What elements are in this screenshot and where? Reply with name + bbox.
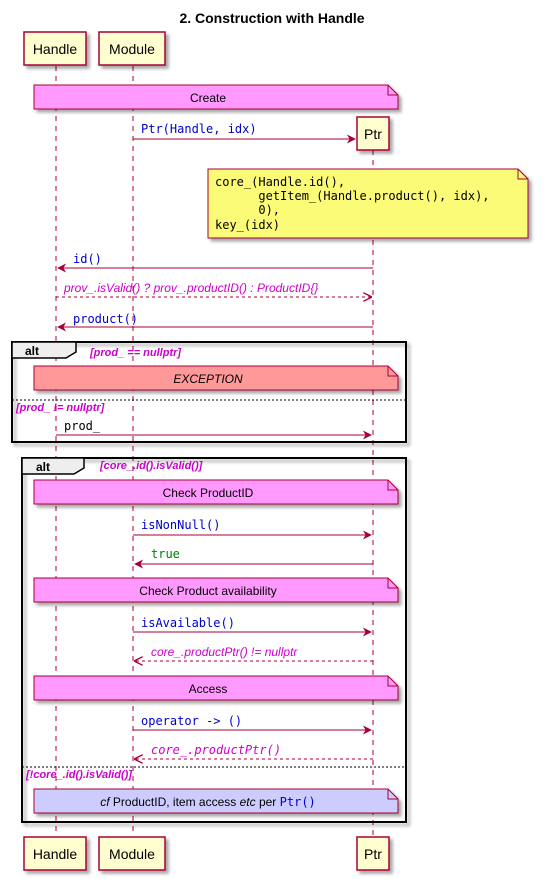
footer-note-cf: cf <box>100 795 111 809</box>
message-is-available-label: isAvailable() <box>141 616 235 630</box>
footer-note-etc: etc <box>240 795 256 809</box>
message-id-call-label: id() <box>73 252 102 266</box>
alt-fragment-1: alt [prod_ == nullptr] EXCEPTION [prod_ … <box>11 341 407 443</box>
participant-handle-bottom-label: Handle <box>33 846 78 862</box>
message-product-ptr-check: core_.productPtr() != nullptr <box>135 645 373 661</box>
message-ptr-constructor: Ptr(Handle, idx) <box>133 122 356 144</box>
diagram-title: 2. Construction with Handle <box>179 10 364 26</box>
message-product-ptr-return: core_.productPtr() <box>135 743 373 759</box>
message-is-non-null: isNonNull() <box>133 518 372 540</box>
alt2-guard-2: [!core_.id().isValid()] <box>25 769 132 781</box>
participant-ptr-created[interactable]: Ptr <box>356 116 390 151</box>
message-true-return-label: true <box>151 547 180 561</box>
message-product-ptr-check-label: core_.productPtr() != nullptr <box>151 645 298 659</box>
message-prov-return-label: prov_.isValid() ? prov_.productID() : Pr… <box>63 281 318 295</box>
footer-note-middle: ProductID, item access <box>110 795 240 809</box>
note-core-init: core_(Handle.id(), getItem_(Handle.produ… <box>207 168 529 239</box>
message-prod-label: prod_ <box>64 419 101 433</box>
alt1-guard-1: [prod_ == nullptr] <box>89 347 181 359</box>
section-access-label: Access <box>189 682 228 696</box>
footer-note: cf ProductID, item access etc per Ptr() <box>33 788 399 814</box>
message-is-available: isAvailable() <box>133 616 372 637</box>
message-operator-arrow-label: operator -> () <box>141 714 242 728</box>
note-line-3: 0), <box>215 203 280 217</box>
participant-handle-top[interactable]: Handle <box>23 31 87 66</box>
section-create-label: Create <box>190 91 226 105</box>
note-line-1: core_(Handle.id(), <box>215 175 345 189</box>
section-access: Access <box>33 675 399 701</box>
footer-note-ptr: Ptr() <box>280 795 316 809</box>
message-prov-return: prov_.isValid() ? prov_.productID() : Pr… <box>56 281 371 297</box>
section-exception-label: EXCEPTION <box>173 372 243 386</box>
message-product-call-label: product() <box>73 312 138 326</box>
participant-handle-label: Handle <box>33 41 78 57</box>
section-exception: EXCEPTION <box>33 365 399 391</box>
participant-ptr-bottom-label: Ptr <box>364 846 382 862</box>
alt1-label: alt <box>25 344 39 358</box>
participant-ptr-bottom[interactable]: Ptr <box>356 836 390 871</box>
participant-module-bottom-label: Module <box>109 846 155 862</box>
message-product-call: product() <box>57 312 373 332</box>
footer-note-per: per <box>256 795 280 809</box>
participant-module-top[interactable]: Module <box>98 31 166 66</box>
section-check-availability-label: Check Product availability <box>139 584 276 598</box>
section-create: Create <box>33 84 399 110</box>
note-line-4: key_(idx) <box>215 218 280 232</box>
section-check-product-id-label: Check ProductID <box>163 486 254 500</box>
message-ptr-constructor-label: Ptr(Handle, idx) <box>141 122 257 136</box>
alt2-guard-1: [core_.id().isValid()] <box>99 460 203 472</box>
alt1-guard-2: [prod_ != nullptr] <box>15 402 105 414</box>
participant-module-label: Module <box>109 41 155 57</box>
participant-module-bottom[interactable]: Module <box>98 836 166 871</box>
alt2-label: alt <box>36 460 50 474</box>
alt-fragment-2: alt [core_.id().isValid()] Check Product… <box>21 457 407 823</box>
message-prod: prod_ <box>56 419 372 440</box>
footer-note-text: cf ProductID, item access etc per Ptr() <box>100 795 316 809</box>
message-true-return: true <box>134 547 373 569</box>
section-check-product-id: Check ProductID <box>33 479 399 505</box>
participant-handle-bottom[interactable]: Handle <box>23 836 87 871</box>
section-check-availability: Check Product availability <box>33 577 399 603</box>
message-id-call: id() <box>57 252 373 273</box>
note-line-2: getItem_(Handle.product(), idx), <box>215 189 490 203</box>
message-product-ptr-return-label: core_.productPtr() <box>151 743 281 757</box>
participant-ptr-label: Ptr <box>364 126 382 142</box>
message-is-non-null-label: isNonNull() <box>141 518 220 532</box>
message-operator-arrow: operator -> () <box>133 714 372 735</box>
